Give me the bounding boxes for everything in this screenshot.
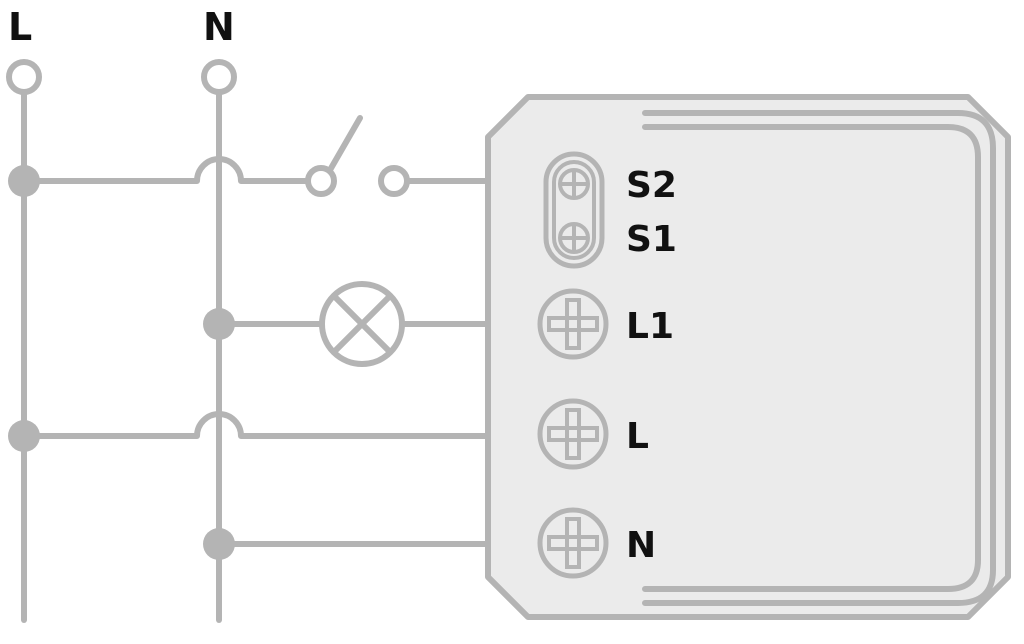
- screw-terminal-icon: [558, 222, 590, 254]
- terminal-label-n: N: [626, 525, 656, 566]
- switch-icon: [305, 115, 410, 197]
- antenna-trace-inner: [642, 124, 981, 592]
- supply-line-terminal: [6, 59, 42, 95]
- antenna-trace-outer: [642, 110, 996, 606]
- terminal-label-s1: S1: [626, 219, 677, 260]
- lamp-icon: [319, 281, 405, 367]
- screw-terminal-icon: [537, 288, 609, 360]
- switch-terminal-block: [543, 151, 605, 269]
- junction-dot: [203, 528, 235, 560]
- junction-dot: [8, 165, 40, 197]
- junction-dot: [203, 308, 235, 340]
- supply-line-label: L: [8, 5, 32, 49]
- terminal-label-s2: S2: [626, 165, 677, 206]
- supply-neutral-label: N: [203, 5, 235, 49]
- terminal-label-l1: L1: [626, 306, 674, 347]
- module-body: [485, 94, 1011, 620]
- module-line-wire: [21, 411, 491, 439]
- screw-terminal-icon: [537, 507, 609, 579]
- screw-terminal-icon: [537, 398, 609, 470]
- supply-neutral-terminal: [201, 59, 237, 95]
- junction-dot: [8, 420, 40, 452]
- screw-terminal-icon: [558, 168, 590, 200]
- switch-feed-wire: [21, 156, 310, 184]
- terminal-label-l: L: [626, 416, 649, 457]
